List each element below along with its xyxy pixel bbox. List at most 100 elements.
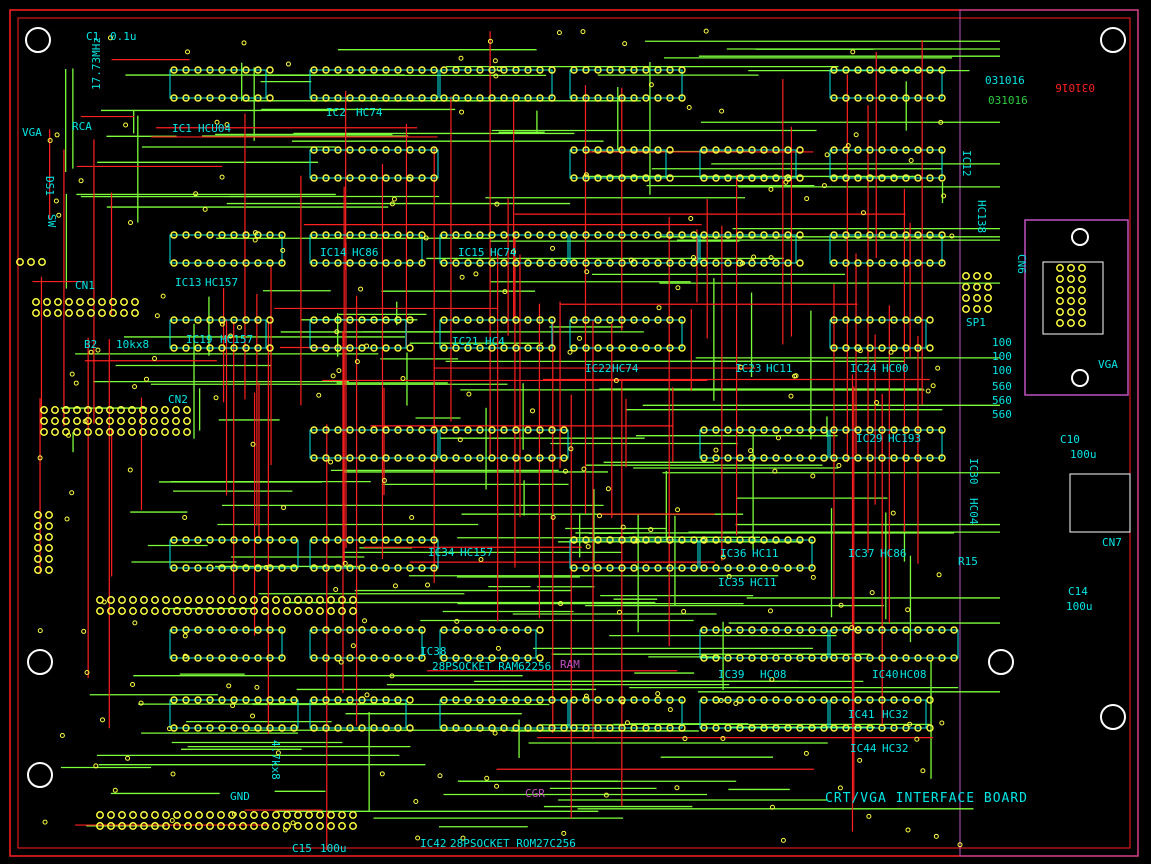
header-pin: [1067, 264, 1075, 272]
via: [703, 28, 709, 34]
pad: [370, 344, 378, 352]
via: [751, 254, 757, 260]
pad: [322, 174, 330, 182]
pad: [914, 654, 922, 662]
header-pin: [195, 822, 203, 830]
via: [282, 827, 288, 833]
pad: [724, 426, 732, 434]
pad: [784, 696, 792, 704]
ic-ref: IC37: [848, 547, 875, 560]
header-pin: [973, 294, 981, 302]
pad: [890, 231, 898, 239]
pad: [854, 724, 862, 732]
ic-part: HC11: [766, 362, 793, 375]
pad: [830, 696, 838, 704]
via: [478, 557, 484, 563]
via: [459, 109, 465, 115]
pad: [678, 564, 686, 572]
pad: [406, 344, 414, 352]
pad: [902, 259, 910, 267]
pad: [358, 654, 366, 662]
header-pin: [62, 428, 70, 436]
pad: [218, 654, 226, 662]
pad: [548, 94, 556, 102]
header-pin: [250, 811, 258, 819]
header-pin: [1067, 319, 1075, 327]
header-pin: [1078, 297, 1086, 305]
pad: [548, 231, 556, 239]
via: [720, 554, 726, 560]
ic-ref: IC34: [428, 546, 455, 559]
pad: [322, 259, 330, 267]
pad: [748, 564, 756, 572]
header-pin: [305, 607, 313, 615]
board-title: CRT/VGA INTERFACE BOARD: [825, 791, 1028, 806]
pad: [654, 724, 662, 732]
ram-label: RAM: [560, 658, 580, 671]
header-pin: [128, 406, 136, 414]
via: [202, 206, 208, 212]
via: [69, 490, 75, 496]
pad: [630, 724, 638, 732]
pad: [736, 174, 744, 182]
pad: [512, 316, 520, 324]
pad: [630, 94, 638, 102]
header-pin: [1056, 264, 1064, 272]
pad: [418, 626, 426, 634]
pad: [170, 696, 178, 704]
header-pin: [45, 533, 53, 541]
pad: [570, 94, 578, 102]
pad: [476, 724, 484, 732]
pad: [902, 66, 910, 74]
pad: [890, 259, 898, 267]
via: [888, 349, 894, 355]
pad: [170, 231, 178, 239]
via: [700, 537, 706, 543]
pad: [938, 259, 946, 267]
pad: [736, 259, 744, 267]
via: [603, 792, 609, 798]
pad: [878, 146, 886, 154]
pad: [266, 536, 274, 544]
c15-ref: C15: [292, 842, 312, 855]
pad: [500, 426, 508, 434]
via: [495, 645, 501, 651]
pad: [830, 654, 838, 662]
via: [768, 186, 774, 192]
pad: [666, 316, 674, 324]
pad: [712, 654, 720, 662]
pad: [820, 626, 828, 634]
pad: [618, 536, 626, 544]
via: [837, 785, 843, 791]
pad: [242, 94, 250, 102]
header-pin: [84, 428, 92, 436]
via: [250, 713, 256, 719]
pad: [606, 259, 614, 267]
pad: [488, 66, 496, 74]
via: [78, 178, 84, 184]
pad: [570, 174, 578, 182]
via: [127, 220, 133, 226]
header-pin: [45, 566, 53, 574]
header-pin: [62, 406, 70, 414]
pad: [242, 564, 250, 572]
ic-ref: IC1: [172, 122, 192, 135]
via: [37, 455, 43, 461]
pad: [370, 724, 378, 732]
pad: [322, 344, 330, 352]
via: [849, 625, 855, 631]
pad: [266, 564, 274, 572]
pad: [334, 426, 342, 434]
pad: [512, 654, 520, 662]
pad: [878, 696, 886, 704]
pad: [678, 259, 686, 267]
pad: [452, 316, 460, 324]
header-pin: [162, 811, 170, 819]
pad: [346, 654, 354, 662]
pad: [712, 231, 720, 239]
pad: [290, 724, 298, 732]
header-pin: [1078, 286, 1086, 294]
pad: [654, 316, 662, 324]
pad: [618, 231, 626, 239]
